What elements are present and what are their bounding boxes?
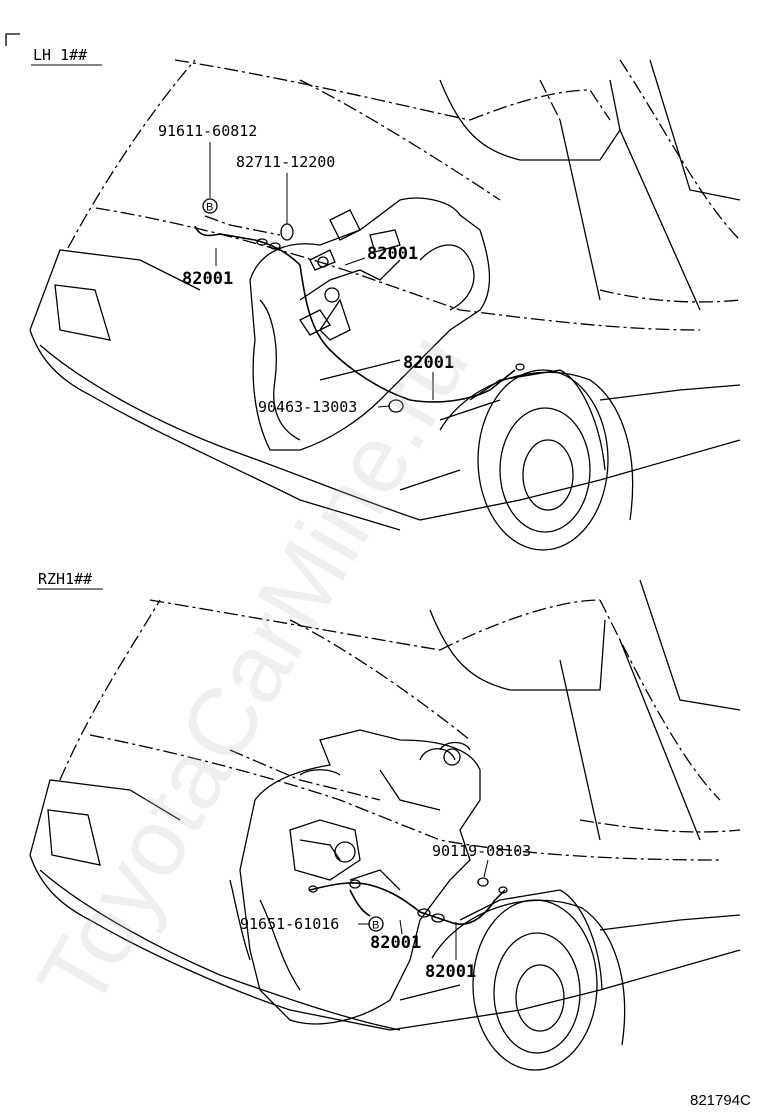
part-label-82001-harness-e: 82001 [425, 962, 476, 982]
part-label-82001-harness-a: 82001 [182, 269, 233, 289]
vehicle-outline-bottom [29, 579, 741, 1071]
part-label-91651-61016: 91651-61016 [240, 915, 339, 933]
part-label-82001-harness-c: 82001 [403, 353, 454, 373]
section-header-lh1: LH 1## [33, 46, 87, 64]
part-label-90119-08103: 90119-08103 [432, 842, 531, 860]
section-rzh1: RZH1## [29, 570, 741, 1071]
corner-crop-mark [5, 33, 20, 46]
part-label-82001-harness-b: 82001 [367, 244, 418, 264]
section-header-rzh1: RZH1## [38, 570, 92, 588]
wire-harness-top [194, 142, 525, 413]
part-label-90463-13003: 90463-13003 [258, 398, 357, 416]
part-label-91611-60812: 91611-60812 [158, 122, 257, 140]
marker-b-top: B [202, 198, 218, 214]
part-label-82711-12200: 82711-12200 [236, 153, 335, 171]
engine-block-bottom [229, 729, 481, 1025]
svg-text:B: B [372, 920, 379, 932]
section-lh1: LH 1## [29, 46, 741, 551]
engine-block-top [249, 197, 491, 451]
part-label-82001-harness-d: 82001 [370, 933, 421, 953]
marker-b-bottom: B [368, 916, 384, 932]
wire-harness-bottom [308, 859, 508, 960]
drawing-code: 821794C [690, 1092, 751, 1109]
vehicle-outline-top [29, 59, 741, 551]
svg-text:B: B [206, 202, 213, 214]
